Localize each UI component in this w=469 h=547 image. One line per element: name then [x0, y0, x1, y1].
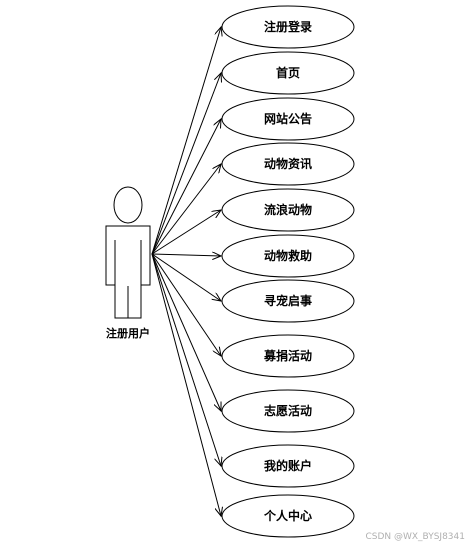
association-arrow	[151, 253, 221, 516]
use-case-ellipse	[221, 494, 355, 538]
association-arrow	[151, 210, 221, 255]
use-case: 志愿活动	[221, 389, 355, 433]
actor-body	[105, 225, 151, 319]
use-case-ellipse	[221, 389, 355, 433]
use-case: 寻宠启事	[221, 279, 355, 323]
use-case-ellipse	[221, 444, 355, 488]
association-arrow	[151, 253, 221, 411]
association-arrow	[151, 254, 221, 256]
use-case-label: 募捐活动	[263, 348, 312, 363]
association-arrow	[151, 253, 221, 466]
association-arrows	[151, 27, 221, 516]
use-case-ellipse	[221, 279, 355, 323]
association-arrow	[151, 119, 221, 255]
use-case-label: 注册登录	[264, 19, 312, 34]
use-case: 我的账户	[221, 444, 355, 488]
use-case-ellipse	[221, 97, 355, 141]
use-case-label: 流浪动物	[264, 202, 312, 217]
use-case: 首页	[221, 51, 355, 95]
association-arrow	[151, 27, 221, 255]
use-case: 募捐活动	[221, 334, 355, 378]
actor-figure	[105, 186, 151, 319]
use-case: 网站公告	[221, 97, 355, 141]
use-case: 动物救助	[221, 234, 355, 278]
use-case: 动物资讯	[221, 142, 355, 186]
use-case-ellipse	[221, 234, 355, 278]
actor-label: 注册用户	[106, 326, 150, 340]
use-case-label: 动物救助	[264, 248, 312, 263]
use-case-ellipse	[221, 142, 355, 186]
use-case: 注册登录	[221, 5, 355, 49]
actor-head	[113, 186, 143, 224]
use-case-label: 动物资讯	[264, 156, 312, 171]
association-arrow	[151, 164, 221, 255]
use-case-label: 首页	[276, 65, 300, 80]
use-case-label: 个人中心	[263, 508, 312, 523]
use-case-label: 我的账户	[264, 458, 312, 473]
use-cases: 注册登录首页网站公告动物资讯流浪动物动物救助寻宠启事募捐活动志愿活动我的账户个人…	[221, 5, 355, 538]
use-case-label: 志愿活动	[264, 403, 312, 418]
use-case-ellipse	[221, 334, 355, 378]
association-arrow	[151, 73, 221, 255]
use-case-ellipse	[221, 188, 355, 232]
use-case: 个人中心	[221, 494, 355, 538]
use-case: 流浪动物	[221, 188, 355, 232]
watermark: CSDN @WX_BYSJ8341	[365, 532, 465, 542]
use-case-ellipse	[221, 5, 355, 49]
use-case-ellipse	[221, 51, 355, 95]
association-arrow	[151, 253, 221, 301]
association-arrow	[151, 253, 221, 356]
use-case-label: 寻宠启事	[264, 293, 312, 308]
use-case-label: 网站公告	[264, 111, 312, 126]
